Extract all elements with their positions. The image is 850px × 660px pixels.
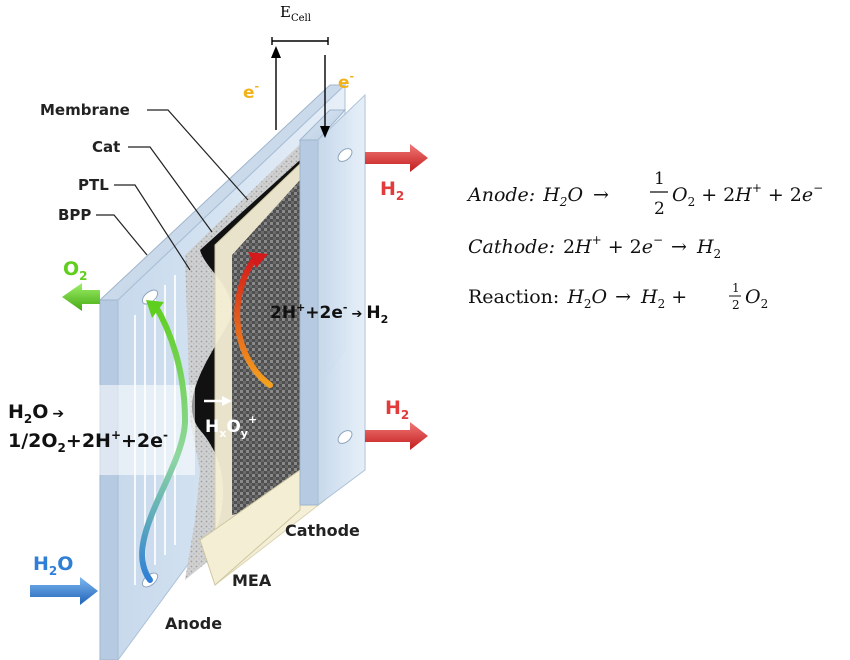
anode-frac-den: 2 xyxy=(654,199,665,219)
water-inlet-label: H2O xyxy=(33,553,73,578)
ptl-label: PTL xyxy=(78,176,109,194)
h2-outlet-arrow-mid xyxy=(365,422,428,450)
cathode-half-reaction: 2H++2e-➔H2 xyxy=(270,301,388,326)
reaction-equation: Reaction:H2O→H2+ xyxy=(468,286,687,311)
water-inlet-arrow xyxy=(30,577,98,605)
cell-voltage-label: ECell xyxy=(280,3,311,24)
wire-up-arrowhead xyxy=(271,46,281,58)
ion-transport-arrowhead xyxy=(222,396,232,406)
anode-label: Anode xyxy=(165,614,222,633)
voltage-wires xyxy=(271,37,329,130)
h2-top-label: H2 xyxy=(380,178,404,203)
mea-label: MEA xyxy=(232,571,272,590)
membrane-label: Membrane xyxy=(40,101,130,119)
electron-right-label: e- xyxy=(338,70,354,93)
green-arc-arrow xyxy=(139,302,189,583)
o2-label: O2 xyxy=(63,258,88,283)
anode-equation: Anode:H2O→ xyxy=(466,184,609,209)
red-arc-arrowhead xyxy=(248,252,268,268)
anode-equation-rhs: O2+2H++2e− xyxy=(672,181,823,209)
reaction-frac-den: 2 xyxy=(732,298,740,312)
cathode-port-top xyxy=(337,148,353,162)
wire-down-arrowhead xyxy=(320,126,330,138)
electron-left-label: e- xyxy=(243,80,259,103)
h2-mid-label: H2 xyxy=(385,397,409,422)
h2-outlet-arrow-top xyxy=(365,144,428,172)
cathode-bpp-plate xyxy=(298,93,366,506)
reaction-equation-rhs: O2 xyxy=(745,286,768,311)
bpp-label: BPP xyxy=(58,206,91,224)
leader-lines xyxy=(96,109,249,271)
anode-half-reaction-line2: 1/2O2+2H++2e- xyxy=(8,428,168,455)
ion-species-label: HxOy+ xyxy=(205,413,257,440)
reaction-equations: Anode:H2O→ 1 2 O2+2H++2e− Cathode:2H++2e… xyxy=(466,169,823,312)
reaction-frac-num: 1 xyxy=(732,281,740,295)
red-arc-arrow xyxy=(234,255,273,388)
cathode-label: Cathode xyxy=(285,521,360,540)
o2-outlet-arrow xyxy=(62,283,100,311)
cathode-port-bottom xyxy=(337,430,353,444)
cat-label: Cat xyxy=(92,138,120,156)
green-arc-arrowhead xyxy=(146,300,164,318)
cathode-equation: Cathode:2H++2e−→H2 xyxy=(468,233,721,261)
mea-strip xyxy=(199,469,301,586)
anode-frac-num: 1 xyxy=(654,169,665,189)
label-band xyxy=(0,385,195,475)
anode-half-reaction-line1: H2O➔ xyxy=(8,401,64,426)
